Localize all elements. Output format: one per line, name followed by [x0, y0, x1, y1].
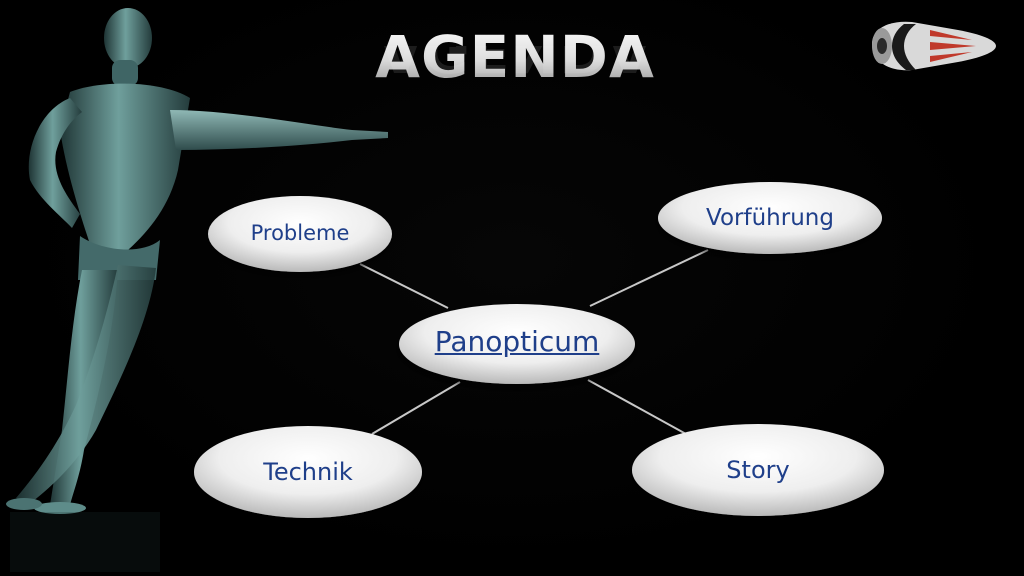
node-panopticum-link[interactable]: Panopticum — [434, 325, 600, 358]
node-technik-label: Technik — [263, 458, 353, 486]
node-panopticum-shape — [399, 304, 635, 384]
node-story-shape — [632, 424, 884, 516]
page-title-reflection: AGENDA — [378, 46, 652, 85]
connector-story — [587, 379, 687, 435]
node-technik-shape — [194, 426, 422, 518]
connector-technik — [371, 381, 461, 435]
page-title: AGENDA — [330, 22, 700, 92]
eye-capsule-logo — [872, 21, 996, 71]
connector-vorfuehrung — [589, 249, 709, 307]
node-vorfuehrung-shape — [658, 182, 882, 254]
node-vorfuehrung-label: Vorführung — [706, 205, 834, 231]
connector-probleme — [359, 263, 449, 309]
humanoid-figure-pointing — [6, 8, 388, 572]
node-story-label: Story — [726, 456, 790, 484]
node-probleme-label: Probleme — [250, 221, 350, 245]
node-probleme-shape — [208, 196, 392, 272]
